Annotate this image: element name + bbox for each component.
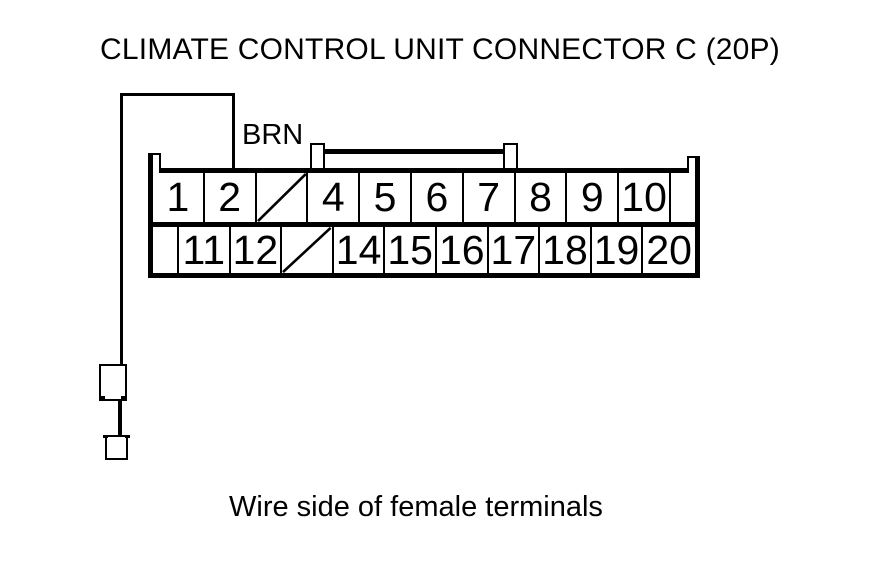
inline-connector-symbol-female xyxy=(99,364,127,401)
diagram-title: CLIMATE CONTROL UNIT CONNECTOR C (20P) xyxy=(100,33,780,66)
pin-cell-4: 4 xyxy=(308,173,361,222)
connector-symbol-tick xyxy=(103,435,108,438)
pin-cell-12: 12 xyxy=(231,227,283,273)
wire-segment-between-connectors xyxy=(118,400,122,436)
pin-cell-6: 6 xyxy=(412,173,464,222)
pin-cell-18: 18 xyxy=(540,227,592,273)
pin-row-bottom: 11 12 14 15 16 17 18 19 20 xyxy=(153,227,695,273)
pin-cell-3-blocked xyxy=(257,173,309,222)
pin-cell-20: 20 xyxy=(646,227,692,273)
filler-cell-top-right xyxy=(671,173,695,222)
connector-housing: 1 2 4 5 6 7 8 9 10 11 12 xyxy=(148,168,700,278)
connector-symbol-tick xyxy=(100,396,105,400)
pin-row-top: 1 2 4 5 6 7 8 9 10 xyxy=(153,173,695,222)
housing-corner-tab-right xyxy=(687,156,700,173)
pin-cell-15: 15 xyxy=(385,227,437,273)
pin-cell-14: 14 xyxy=(334,227,386,273)
pin-cell-11: 11 xyxy=(179,227,231,273)
caption-text: Wire side of female terminals xyxy=(229,491,603,523)
pin-cell-19: 19 xyxy=(592,227,644,273)
blocked-pin-slash-icon xyxy=(257,173,307,222)
pin-cell-7: 7 xyxy=(464,173,516,222)
connector-symbol-tick xyxy=(121,396,126,400)
wire-color-label: BRN xyxy=(242,119,304,151)
latch-tab-right xyxy=(503,143,518,168)
pin-cell-8: 8 xyxy=(516,173,568,222)
pin-cell-13-blocked xyxy=(282,227,334,273)
pin-cell-1: 1 xyxy=(153,173,205,222)
wire-segment-vertical-left xyxy=(120,93,123,365)
pin-cell-5: 5 xyxy=(360,173,412,222)
pin-cell-10: 10 xyxy=(619,173,671,222)
pin-cell-9: 9 xyxy=(567,173,620,222)
connector-symbol-tick xyxy=(125,435,130,438)
pin-cell-2: 2 xyxy=(205,173,257,222)
latch-tab-left xyxy=(310,143,325,168)
pin-cell-16: 16 xyxy=(437,227,489,273)
blocked-pin-slash-icon xyxy=(282,227,332,273)
row-divider xyxy=(153,222,695,227)
pin-cell-17: 17 xyxy=(489,227,541,273)
wire-segment-to-pin xyxy=(232,93,235,172)
housing-corner-tab-left xyxy=(148,153,161,173)
wire-segment-horizontal xyxy=(120,93,235,96)
connector-latch-bar xyxy=(323,149,507,154)
inline-connector-symbol-male xyxy=(103,435,130,460)
filler-cell-bottom-left xyxy=(153,227,179,273)
